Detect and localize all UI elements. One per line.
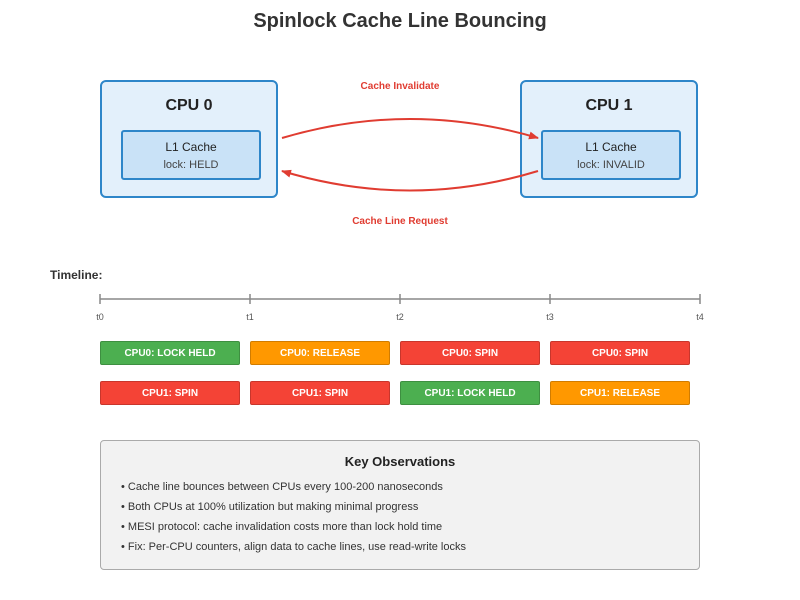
tick-label-t0: t0 — [96, 312, 104, 322]
key-observations-title: Key Observations — [344, 454, 456, 469]
cache-line-request-label: Cache Line Request — [352, 216, 448, 227]
cpu1-segment: CPU1: SPIN — [100, 381, 240, 405]
cpu1-cache-label: L1 Cache — [585, 140, 637, 154]
diagram-title: Spinlock Cache Line Bouncing — [253, 10, 547, 32]
cpu1-segment: CPU1: SPIN — [250, 381, 390, 405]
cache-invalidate-arrow — [281, 118, 539, 140]
tick-label-t1: t1 — [246, 312, 254, 322]
cpu0-segment: CPU0: LOCK HELD — [100, 341, 240, 365]
cpu1-title: CPU 1 — [585, 97, 633, 114]
timeline-label: Timeline: — [50, 268, 103, 282]
tick-label-t4: t4 — [696, 312, 704, 322]
observation-item: • MESI protocol: cache invalidation cost… — [121, 521, 443, 533]
cpu1-segment: CPU1: LOCK HELD — [400, 381, 540, 405]
cache-line-request-arrow — [281, 169, 539, 192]
observation-item: • Both CPUs at 100% utilization but maki… — [121, 501, 419, 513]
cpu0-l1-cache: L1 Cache lock: HELD — [121, 130, 261, 180]
cpu1-lock-state: lock: INVALID — [577, 159, 645, 171]
cpu1-l1-cache: L1 Cache lock: INVALID — [541, 130, 681, 180]
observation-item: • Cache line bounces between CPUs every … — [121, 481, 443, 493]
key-observations-panel: Key Observations • Cache line bounces be… — [100, 440, 700, 570]
cache-invalidate-label: Cache Invalidate — [360, 81, 440, 92]
cpu0-segment: CPU0: SPIN — [400, 341, 540, 365]
cpu1-box: CPU 1 L1 Cache lock: INVALID — [520, 80, 698, 198]
observations-list: • Cache line bounces between CPUs every … — [121, 480, 466, 560]
cpu1-segment: CPU1: RELEASE — [550, 381, 690, 405]
cpu0-lock-state: lock: HELD — [163, 159, 219, 171]
cpu0-box: CPU 0 L1 Cache lock: HELD — [100, 80, 278, 198]
tick-label-t2: t2 — [396, 312, 404, 322]
tick-label-t3: t3 — [546, 312, 554, 322]
cpu0-cache-label: L1 Cache — [165, 140, 217, 154]
cpu0-title: CPU 0 — [165, 97, 213, 114]
observation-item: • Fix: Per-CPU counters, align data to c… — [121, 541, 466, 553]
cpu0-segment: CPU0: SPIN — [550, 341, 690, 365]
cpu0-segment: CPU0: RELEASE — [250, 341, 390, 365]
